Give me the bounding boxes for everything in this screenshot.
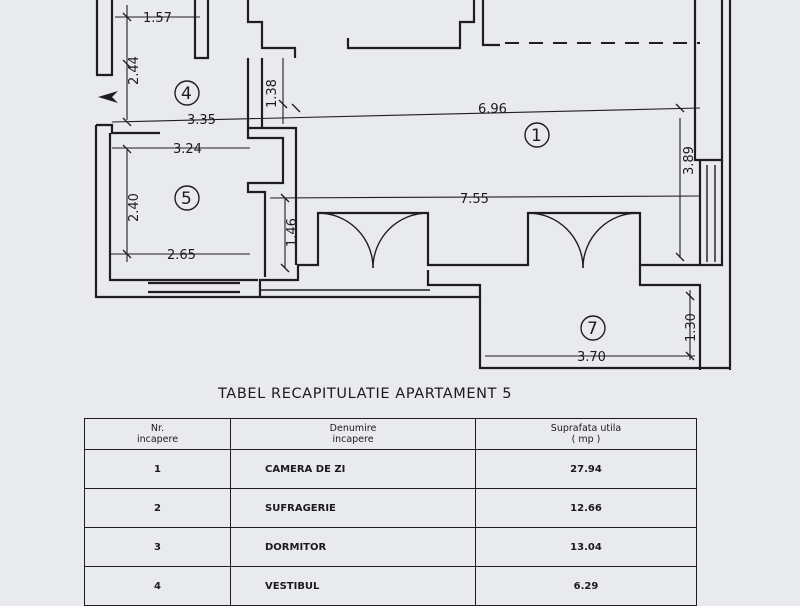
cell-name: VESTIBUL (230, 566, 476, 606)
cell-area: 6.29 (475, 566, 697, 606)
room-marker-1: 1 (524, 122, 550, 148)
dimension-label: 1.30 (684, 313, 699, 342)
dimension-label: 2.40 (127, 193, 142, 222)
dimension-label: 1.57 (143, 11, 172, 26)
room-number: 1 (531, 126, 542, 146)
table-row: 3 DORMITOR 13.04 (84, 527, 697, 567)
dimension-label: 7.55 (460, 192, 489, 207)
cell-nr: 1 (84, 449, 231, 489)
table-row: 4 VESTIBUL 6.29 (84, 566, 697, 606)
dimension-label: 3.70 (577, 350, 606, 365)
table-header-row: Nr. incapere Denumire incapere Suprafata… (84, 418, 697, 450)
cell-name: CAMERA DE ZI (230, 449, 476, 489)
dimension-label: 3.24 (173, 142, 202, 157)
dimension-label: 3.35 (187, 113, 216, 128)
dimension-label: 3.89 (682, 146, 697, 175)
table-row: 2 SUFRAGERIE 12.66 (84, 488, 697, 528)
doors (317, 212, 641, 269)
header-name: Denumire incapere (230, 418, 476, 450)
dimension-label: 2.44 (127, 56, 142, 85)
summary-table: Nr. incapere Denumire incapere Suprafata… (84, 418, 697, 606)
room-marker-5: 5 (174, 185, 200, 211)
header-area: Suprafata utila ( mp ) (475, 418, 697, 450)
room-number: 4 (181, 84, 192, 104)
cell-area: 27.94 (475, 449, 697, 489)
room-marker-4: 4 (174, 80, 200, 106)
dimension-lines (110, 5, 701, 361)
cell-nr: 2 (84, 488, 231, 528)
walls (94, 0, 732, 370)
entrance-arrow-icon (98, 91, 118, 103)
dimension-label: 1.46 (285, 218, 300, 247)
header-nr: Nr. incapere (84, 418, 231, 450)
cell-area: 13.04 (475, 527, 697, 567)
room-marker-7: 7 (580, 315, 606, 341)
cell-name: SUFRAGERIE (230, 488, 476, 528)
table-title: TABEL RECAPITULATIE APARTAMENT 5 (217, 386, 513, 402)
room-number: 5 (181, 189, 192, 209)
cell-nr: 3 (84, 527, 231, 567)
room-number: 7 (587, 319, 598, 339)
cell-name: DORMITOR (230, 527, 476, 567)
dimension-label: 6.96 (478, 102, 507, 117)
dimension-label: 1.38 (265, 79, 280, 108)
dimension-label: 2.65 (167, 248, 196, 263)
table-row: 1 CAMERA DE ZI 27.94 (84, 449, 697, 489)
cell-area: 12.66 (475, 488, 697, 528)
